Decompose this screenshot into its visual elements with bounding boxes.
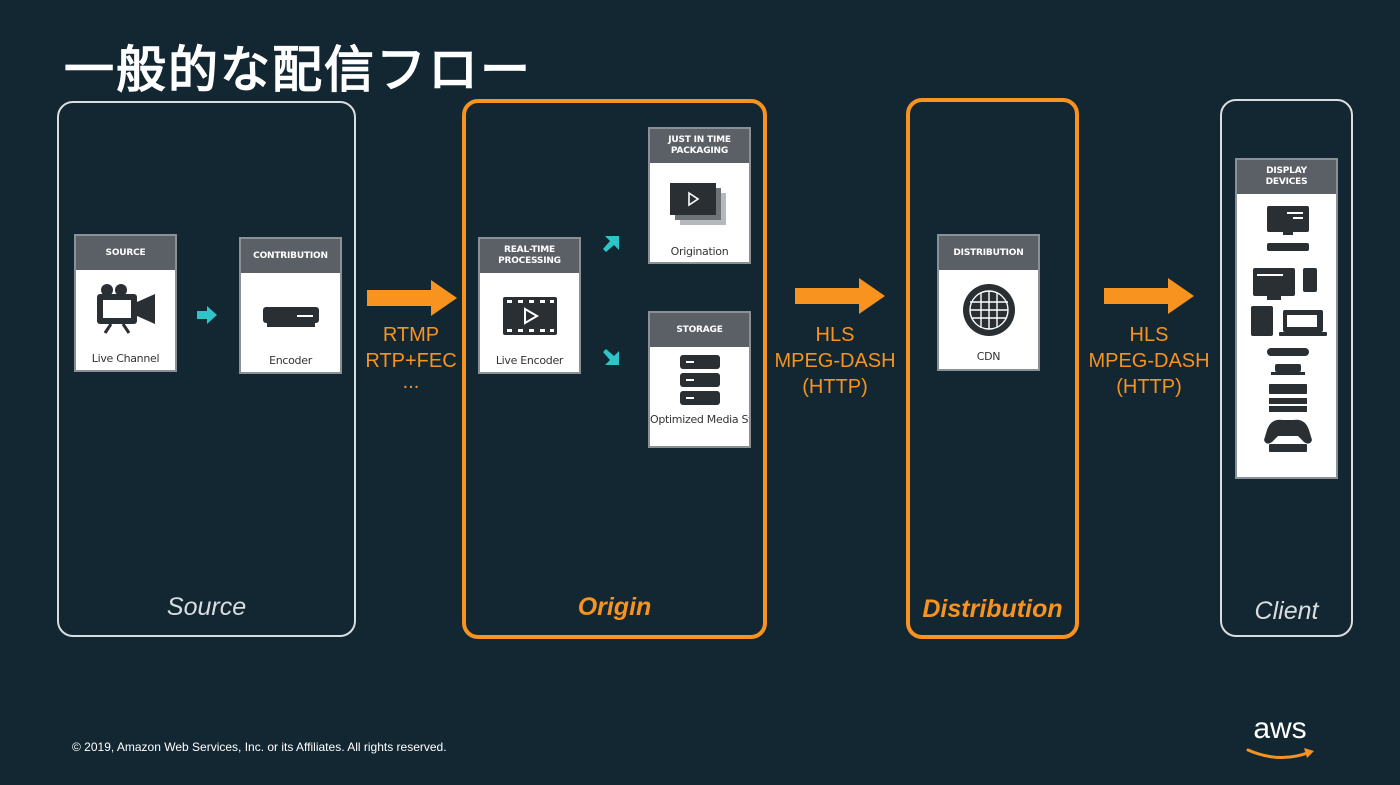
teal-up-right-arrow-icon (603, 236, 619, 252)
source-card: SOURCE Live Channel (74, 234, 177, 372)
distribution-card-label: CDN (976, 350, 1001, 363)
realtime-card-label: Live Encoder (495, 354, 564, 367)
source-stage (57, 101, 356, 637)
protocol-more: ... (402, 371, 420, 393)
display-card-header: DISPLAY DEVICES (1237, 160, 1336, 194)
origin-stage (462, 99, 767, 639)
jit-card-label: Origination (670, 245, 729, 258)
film-play-icon (502, 297, 557, 335)
slide-title: 一般的な配信フロー (64, 41, 532, 99)
realtime-processing-card: REAL-TIME PROCESSING Live Encoder (478, 237, 581, 374)
aws-smile-icon (1246, 748, 1314, 760)
protocol-hls: HLS (815, 324, 855, 346)
protocol-http: (HTTP) (1116, 376, 1182, 398)
display-devices-card: DISPLAY DEVICES (1235, 158, 1338, 479)
ingest-protocols: RTMP RTP+FEC ... (356, 322, 466, 393)
contribution-card-label: Encoder (269, 354, 312, 367)
storage-card-header: STORAGE (650, 313, 749, 347)
client-stage (1220, 99, 1353, 637)
origin-stage-label: Origin (577, 593, 652, 621)
protocol-rtp-fec: RTP+FEC (365, 350, 457, 372)
source-card-label: Live Channel (91, 352, 160, 365)
source-card-header: SOURCE (76, 236, 175, 270)
distribution-stage (906, 98, 1079, 639)
flow-arrow-icon (1104, 278, 1194, 314)
server-stack-icon (679, 355, 720, 405)
teal-down-right-arrow-icon (603, 349, 619, 365)
storage-card: STORAGE Optimized Media Storage (648, 311, 751, 448)
packaged-media-icon (669, 183, 726, 225)
source-stage-label: Source (166, 593, 247, 621)
protocol-hls: HLS (1129, 324, 1169, 346)
distribution-card: DISTRIBUTION CDN (937, 234, 1040, 371)
protocol-http: (HTTP) (802, 376, 868, 398)
distribution-stage-label: Distribution (922, 595, 1063, 623)
protocol-mpeg-dash: MPEG-DASH (1088, 350, 1210, 372)
protocol-mpeg-dash: MPEG-DASH (774, 350, 896, 372)
realtime-card-header: REAL-TIME PROCESSING (480, 239, 579, 273)
protocol-rtmp: RTMP (382, 324, 440, 346)
copyright-footer: © 2019, Amazon Web Services, Inc. or its… (72, 740, 447, 754)
playback-protocols: HLS MPEG-DASH (HTTP) (1079, 322, 1219, 400)
aws-logo-text: aws (1253, 712, 1307, 745)
jit-card-header: JUST IN TIME PACKAGING (650, 129, 749, 163)
aws-logo: aws (1240, 712, 1320, 768)
delivery-protocols: HLS MPEG-DASH (HTTP) (765, 322, 905, 400)
encoder-icon (262, 307, 319, 327)
contribution-card-header: CONTRIBUTION (241, 239, 340, 273)
jit-packaging-card: JUST IN TIME PACKAGING Origination (648, 127, 751, 264)
client-stage-label: Client (1254, 597, 1319, 625)
teal-arrow-icon (197, 306, 217, 324)
flow-arrow-icon (367, 280, 457, 316)
flow-arrow-icon (795, 278, 885, 314)
video-camera-icon (96, 284, 155, 334)
storage-card-label: Optimized Media Storage (650, 413, 749, 426)
devices-icon (1251, 206, 1327, 452)
distribution-card-header: DISTRIBUTION (939, 236, 1038, 270)
cdn-globe-icon (962, 284, 1015, 336)
contribution-card: CONTRIBUTION Encoder (239, 237, 342, 374)
